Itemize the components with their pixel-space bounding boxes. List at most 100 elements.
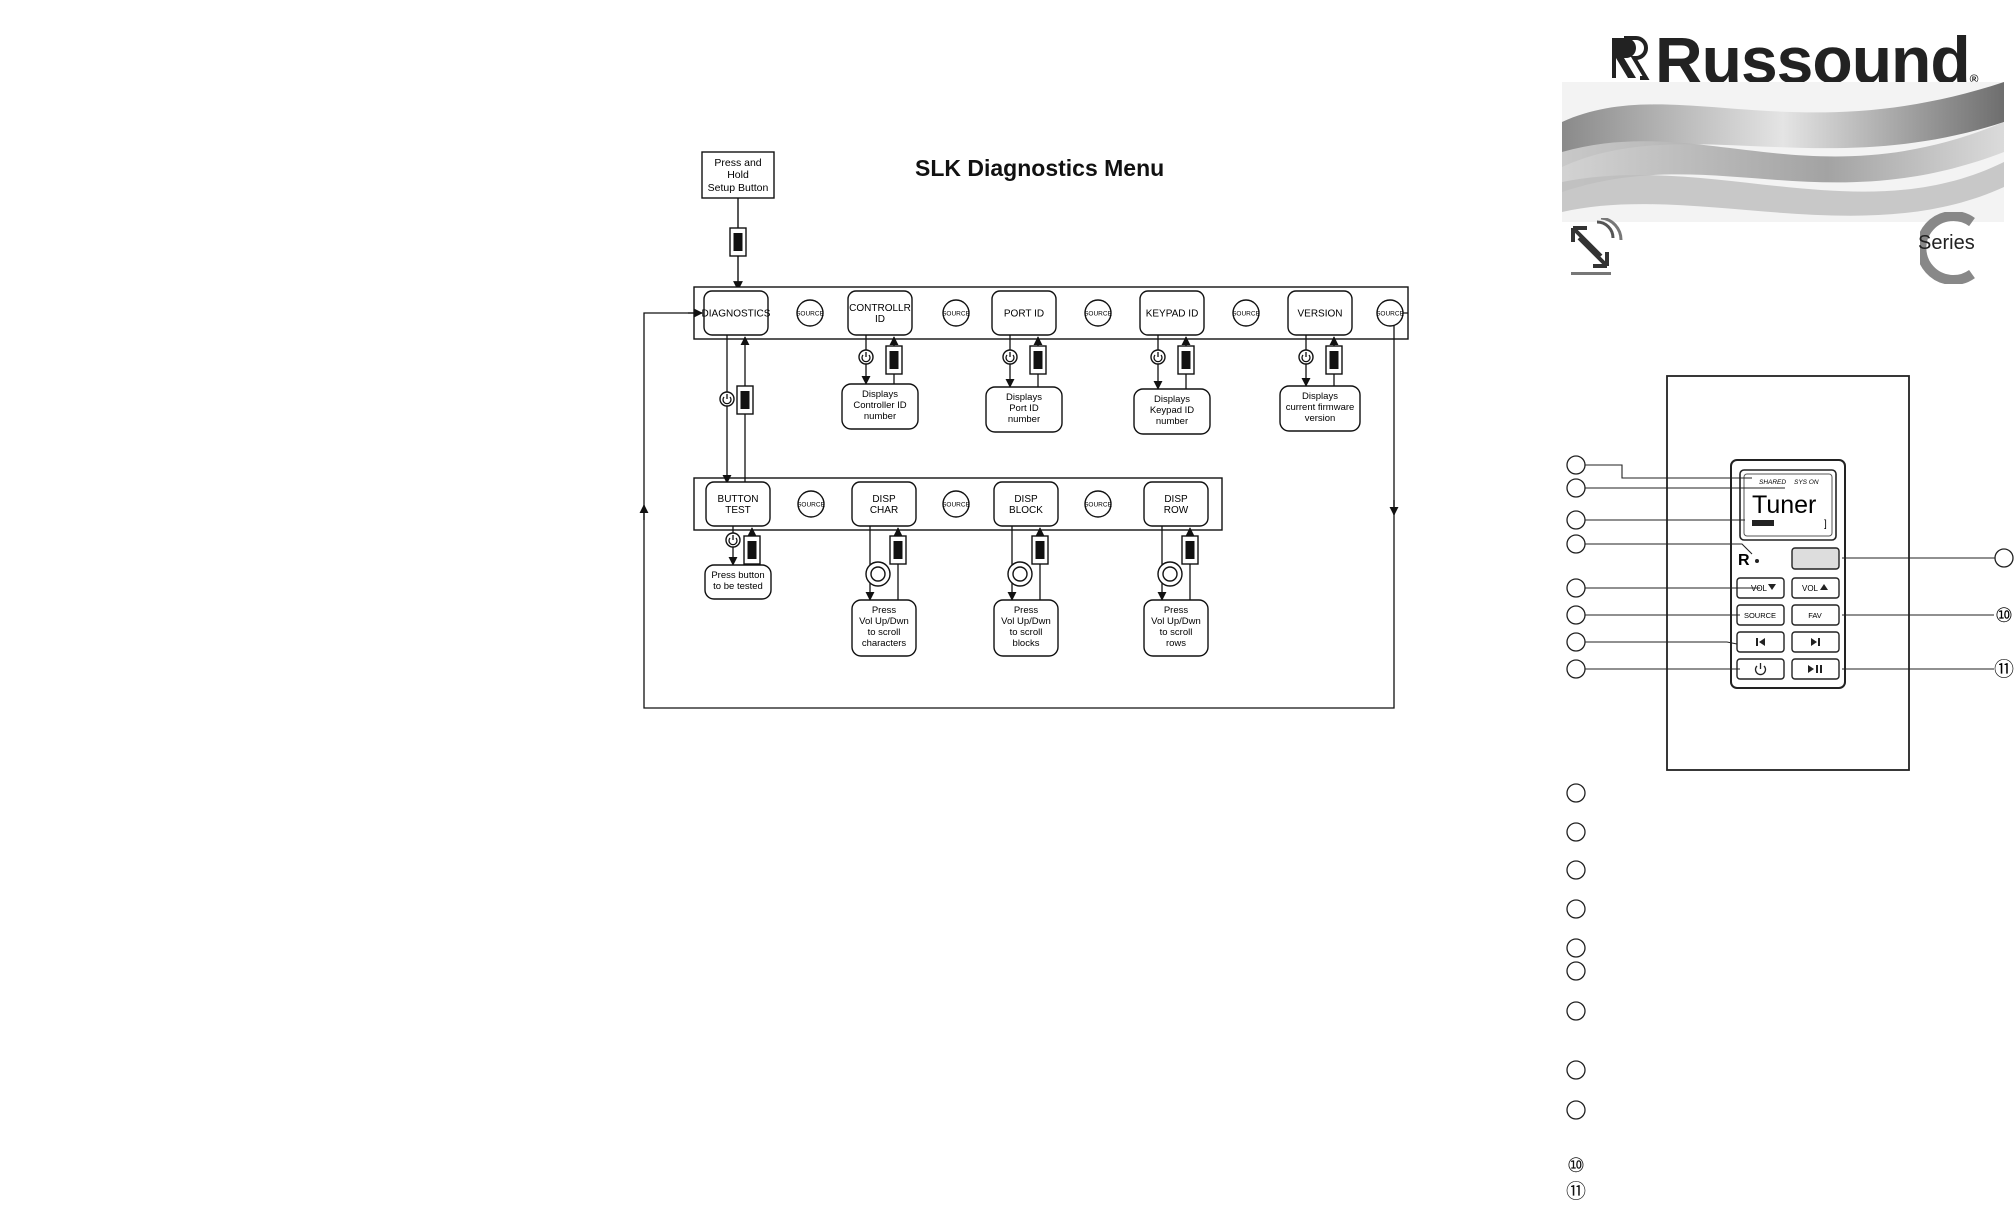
- result-box-line: Displays: [862, 389, 898, 400]
- result-box-line: blocks: [1013, 638, 1040, 649]
- volume-bar: [1752, 520, 1774, 526]
- volume-dial-icon: [1007, 561, 1033, 587]
- volume-dial-icon: [865, 561, 891, 587]
- source-button-icon: SOURCE: [942, 299, 971, 327]
- setup-button-icon: [1031, 535, 1049, 565]
- result-box-line: Keypad ID: [1150, 405, 1194, 416]
- legend-marker: [1565, 821, 1587, 843]
- source-button-label: SOURCE: [797, 502, 825, 509]
- fav-button[interactable]: FAV: [1791, 604, 1840, 626]
- setup-button-icon: [743, 535, 761, 565]
- legend-marker-10: ⑩: [1567, 1155, 1585, 1177]
- skip-back-icon: [1756, 638, 1765, 646]
- result-box-line: Port ID: [1009, 403, 1039, 414]
- state-keypad-id-line: KEYPAD ID: [1146, 309, 1199, 320]
- source-button-label: SOURCE: [942, 311, 970, 318]
- result-box-line: to scroll: [868, 627, 901, 638]
- setup-button-icon: [736, 385, 754, 415]
- state-diagnostics: DIAGNOSTICS: [702, 290, 771, 336]
- result-box-line: Vol Up/Dwn: [859, 616, 909, 627]
- setup-button-icon: [1181, 535, 1199, 565]
- keypad-dial-button[interactable]: [1791, 547, 1840, 570]
- play-pause-button[interactable]: [1791, 658, 1840, 680]
- legend-marker: [1565, 960, 1587, 982]
- setup-button-icon: [1177, 345, 1195, 375]
- power-button-icon: [1002, 349, 1018, 365]
- legend-marker-11: ⑪: [1566, 1181, 1586, 1203]
- triangle-down-icon: [1768, 584, 1776, 590]
- result-box-line: Press button: [711, 570, 764, 581]
- source-button[interactable]: SOURCE: [1736, 604, 1785, 626]
- result-box-line: Vol Up/Dwn: [1001, 616, 1051, 627]
- legend-marker: [1565, 1059, 1587, 1081]
- power-icon: [1754, 663, 1767, 676]
- power-button-icon: [725, 532, 741, 548]
- source-button-label: SOURCE: [942, 502, 970, 509]
- state-disp-block-line: DISP: [1014, 494, 1038, 505]
- play-pause-icon: [1808, 665, 1822, 673]
- result-box-line: Displays: [1006, 392, 1042, 403]
- right-callout: [1994, 548, 2014, 568]
- source-button-icon: SOURCE: [1376, 299, 1405, 327]
- result-box-line: rows: [1166, 638, 1186, 649]
- state-port-id: PORT ID: [991, 290, 1057, 336]
- callout-11: ⑪: [1994, 658, 2014, 681]
- source-button-label: SOURCE: [1376, 311, 1404, 318]
- previous-button[interactable]: [1736, 631, 1785, 653]
- power-button-icon: [858, 349, 874, 365]
- brand-swoosh-graphic: [1562, 82, 2004, 222]
- result-box-line: Displays: [1302, 391, 1338, 402]
- vol-up-button[interactable]: VOL: [1791, 577, 1840, 599]
- callout-10: ⑩: [1995, 605, 2013, 627]
- state-keypad-id: KEYPAD ID: [1139, 290, 1205, 336]
- screen-source-name: Tuner: [1752, 491, 1816, 519]
- next-button[interactable]: [1791, 631, 1840, 653]
- vol-up-label: VOL: [1802, 584, 1819, 593]
- result-box-line: Press: [1014, 605, 1039, 616]
- state-version-line: VERSION: [1297, 309, 1342, 320]
- state-controllr-id-line: CONTROLLR: [849, 303, 911, 314]
- legend-marker: [1565, 859, 1587, 881]
- result-box-line: Displays: [1154, 394, 1190, 405]
- russound-r-logo-icon: [1612, 36, 1650, 80]
- setup-button-icon: [1029, 345, 1047, 375]
- brand-registered-mark: ®: [1969, 72, 1979, 86]
- power-button[interactable]: [1736, 658, 1785, 680]
- result-box-line: Press: [872, 605, 897, 616]
- result-box-line: to scroll: [1010, 627, 1043, 638]
- result-box-line: Vol Up/Dwn: [1151, 616, 1201, 627]
- status-shared: SHARED: [1759, 479, 1786, 486]
- keypad-illustration: SHARED SYS ON Tuner ] R VOL VOL SOURCE F…: [1566, 375, 2014, 771]
- setup-button-icon: [889, 535, 907, 565]
- state-button-test-line: TEST: [725, 505, 751, 516]
- state-diagnostics-line: DIAGNOSTICS: [702, 309, 771, 320]
- state-button-test-line: BUTTON: [718, 494, 759, 505]
- result-box-line: characters: [862, 638, 907, 649]
- result-box-line: Press: [1164, 605, 1189, 616]
- wireless-expand-icon: [1571, 218, 1623, 275]
- state-disp-char-line: CHAR: [870, 505, 898, 516]
- source-button-label: SOURCE: [1232, 311, 1260, 318]
- fav-label: FAV: [1808, 611, 1822, 620]
- state-port-id-line: PORT ID: [1004, 309, 1044, 320]
- setup-button-icon: [885, 345, 903, 375]
- state-disp-row-line: DISP: [1164, 494, 1188, 505]
- setup-button-icon: [1325, 345, 1343, 375]
- legend-marker: [1565, 1099, 1587, 1121]
- result-box-line: number: [1156, 416, 1188, 427]
- source-button-icon: SOURCE: [796, 299, 825, 327]
- source-button-icon: SOURCE: [1232, 299, 1261, 327]
- state-disp-char-line: DISP: [872, 494, 896, 505]
- diagram-title: SLK Diagnostics Menu: [915, 155, 1165, 181]
- power-button-icon: [1298, 349, 1314, 365]
- left-callouts: [1566, 455, 1586, 679]
- status-sys-on: SYS ON: [1794, 479, 1819, 486]
